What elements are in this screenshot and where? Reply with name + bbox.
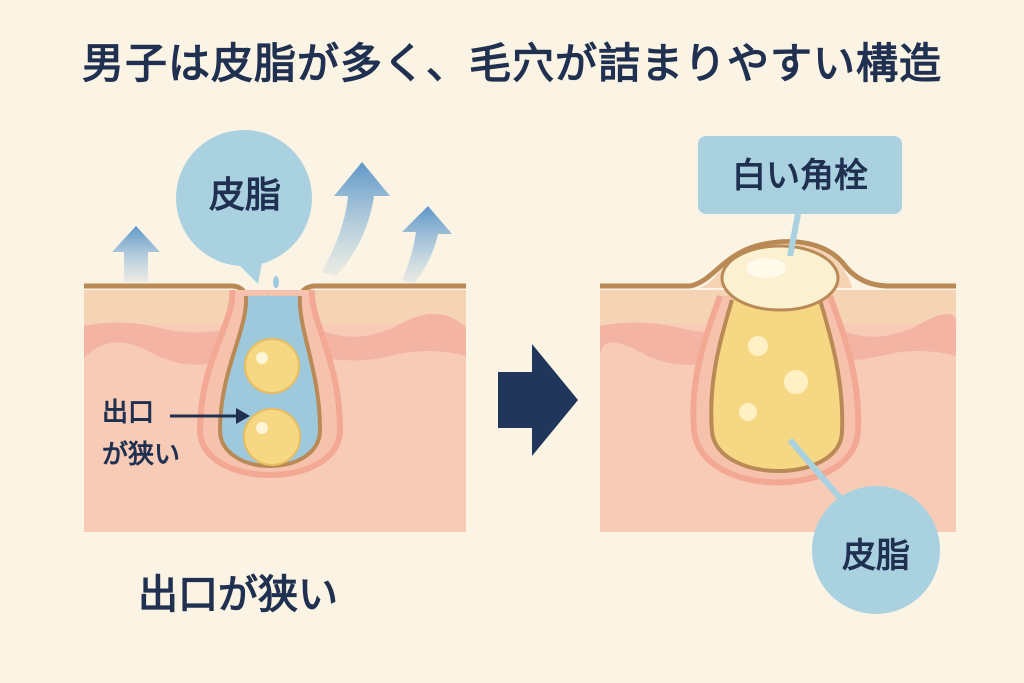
- right-arrow-icon: [498, 344, 578, 456]
- sebum-callout-bubble: [787, 438, 940, 614]
- narrow-exit-label-line1: 出口: [102, 398, 155, 428]
- sebum-globule-upper: [244, 338, 300, 394]
- up-arrow-icon: [112, 226, 160, 282]
- keratin-plug-tag: [698, 136, 902, 257]
- up-arrow-icon: [402, 206, 452, 284]
- sebum-speech-bubble: [176, 130, 312, 284]
- sebum-globule-lower: [243, 408, 301, 466]
- narrow-exit-label-line2: が狭い: [102, 440, 181, 470]
- left-pore: [196, 276, 344, 478]
- right-clogged-pore: [600, 239, 956, 486]
- sebum-callout-label: 皮脂: [842, 536, 910, 576]
- left-panel-caption: 出口が狭い: [138, 572, 338, 618]
- sebum-bubble-label: 皮脂: [208, 175, 281, 216]
- page-title: 男子は皮脂が多く、毛穴が詰まりやすい構造: [81, 39, 942, 88]
- up-arrow-icon: [322, 162, 390, 276]
- sebum-rising-arrows: [112, 162, 452, 284]
- narrow-exit-pointer: [170, 408, 250, 424]
- keratin-plug-label: 白い角栓: [732, 156, 868, 196]
- white-keratin-plug: [720, 244, 840, 312]
